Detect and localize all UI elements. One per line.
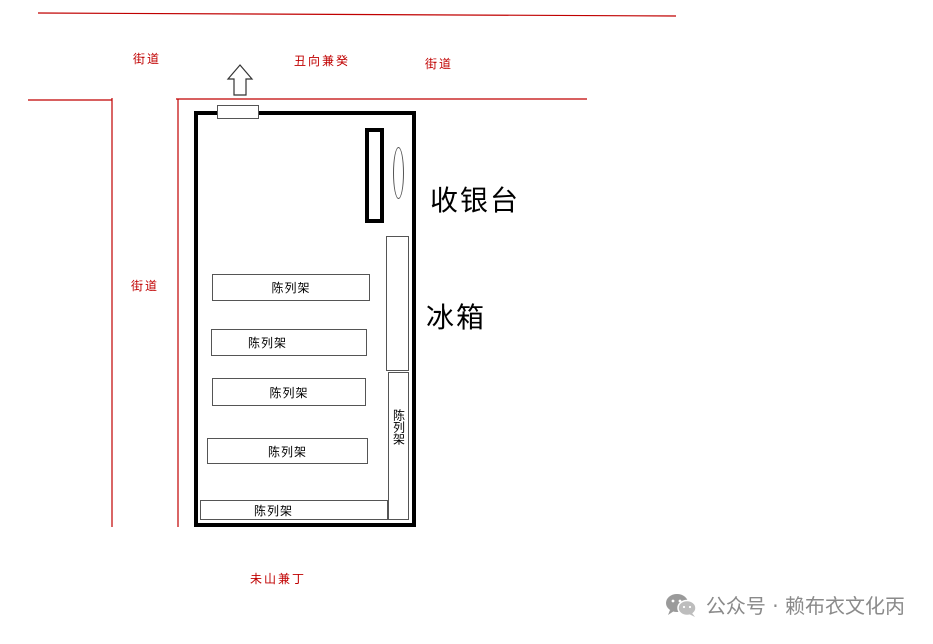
display-shelf-3: 陈列架 (212, 378, 366, 406)
watermark: 公众号 · 赖布衣文化丙 (664, 590, 905, 619)
side-display-shelf: 陈列架 (388, 372, 409, 520)
top-street-line (37, 12, 677, 17)
display-shelf-5: 陈列架 (200, 500, 388, 520)
fridge (386, 236, 409, 371)
store-entrance (217, 105, 259, 119)
store-outline (194, 111, 416, 527)
cashier-counter (365, 128, 384, 223)
display-shelf-4: 陈列架 (207, 438, 368, 464)
cashier-label: 收银台 (430, 184, 521, 217)
cashier-chair (393, 147, 404, 199)
fridge-label: 冰箱 (426, 301, 487, 334)
street-label-top-left: 街道 (133, 52, 162, 66)
display-shelf-1: 陈列架 (212, 274, 370, 301)
display-shelf-2: 陈列架 (211, 329, 367, 356)
street-label-left: 街道 (131, 279, 160, 293)
wechat-icon (665, 593, 697, 617)
direction-label-top: 丑向兼癸 (294, 54, 351, 68)
street-label-top-right: 街道 (425, 57, 454, 71)
up-arrow-icon (226, 64, 254, 96)
watermark-text: 公众号 · 赖布衣文化丙 (705, 594, 905, 618)
direction-label-bottom: 未山兼丁 (250, 572, 307, 586)
